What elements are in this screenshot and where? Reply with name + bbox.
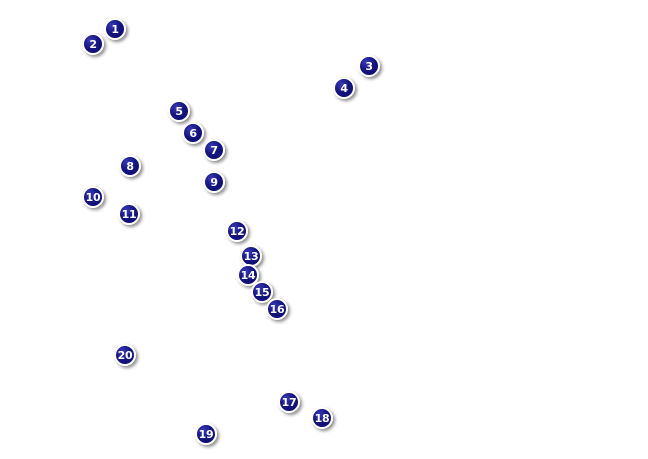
marker-16[interactable]: 16 xyxy=(266,298,288,320)
marker-label: 9 xyxy=(210,175,218,189)
marker-label: 7 xyxy=(210,143,218,157)
marker-label: 8 xyxy=(126,159,134,173)
marker-label: 2 xyxy=(89,37,97,51)
marker-11[interactable]: 11 xyxy=(118,203,140,225)
marker-label: 13 xyxy=(243,249,259,263)
marker-20[interactable]: 20 xyxy=(114,344,136,366)
marker-19[interactable]: 19 xyxy=(195,423,217,445)
marker-label: 17 xyxy=(281,395,297,409)
marker-4[interactable]: 4 xyxy=(333,77,355,99)
marker-7[interactable]: 7 xyxy=(203,139,225,161)
marker-label: 20 xyxy=(117,348,133,362)
marker-8[interactable]: 8 xyxy=(119,155,141,177)
marker-label: 10 xyxy=(85,190,101,204)
marker-9[interactable]: 9 xyxy=(203,171,225,193)
marker-2[interactable]: 2 xyxy=(82,33,104,55)
marker-14[interactable]: 14 xyxy=(237,264,259,286)
marker-18[interactable]: 18 xyxy=(311,407,333,429)
marker-label: 1 xyxy=(111,22,119,36)
marker-3[interactable]: 3 xyxy=(358,55,380,77)
marker-6[interactable]: 6 xyxy=(182,122,204,144)
marker-label: 4 xyxy=(340,81,348,95)
marker-label: 12 xyxy=(229,224,245,238)
marker-label: 11 xyxy=(121,207,137,221)
marker-label: 3 xyxy=(365,59,373,73)
marker-label: 14 xyxy=(240,268,256,282)
marker-15[interactable]: 15 xyxy=(251,281,273,303)
marker-label: 18 xyxy=(314,411,330,425)
marker-1[interactable]: 1 xyxy=(104,18,126,40)
marker-label: 15 xyxy=(254,285,270,299)
marker-5[interactable]: 5 xyxy=(168,100,190,122)
marker-12[interactable]: 12 xyxy=(226,220,248,242)
marker-10[interactable]: 10 xyxy=(82,186,104,208)
marker-label: 19 xyxy=(198,427,214,441)
marker-label: 16 xyxy=(269,302,285,316)
marker-label: 6 xyxy=(189,126,197,140)
marker-17[interactable]: 17 xyxy=(278,391,300,413)
marker-label: 5 xyxy=(175,104,183,118)
